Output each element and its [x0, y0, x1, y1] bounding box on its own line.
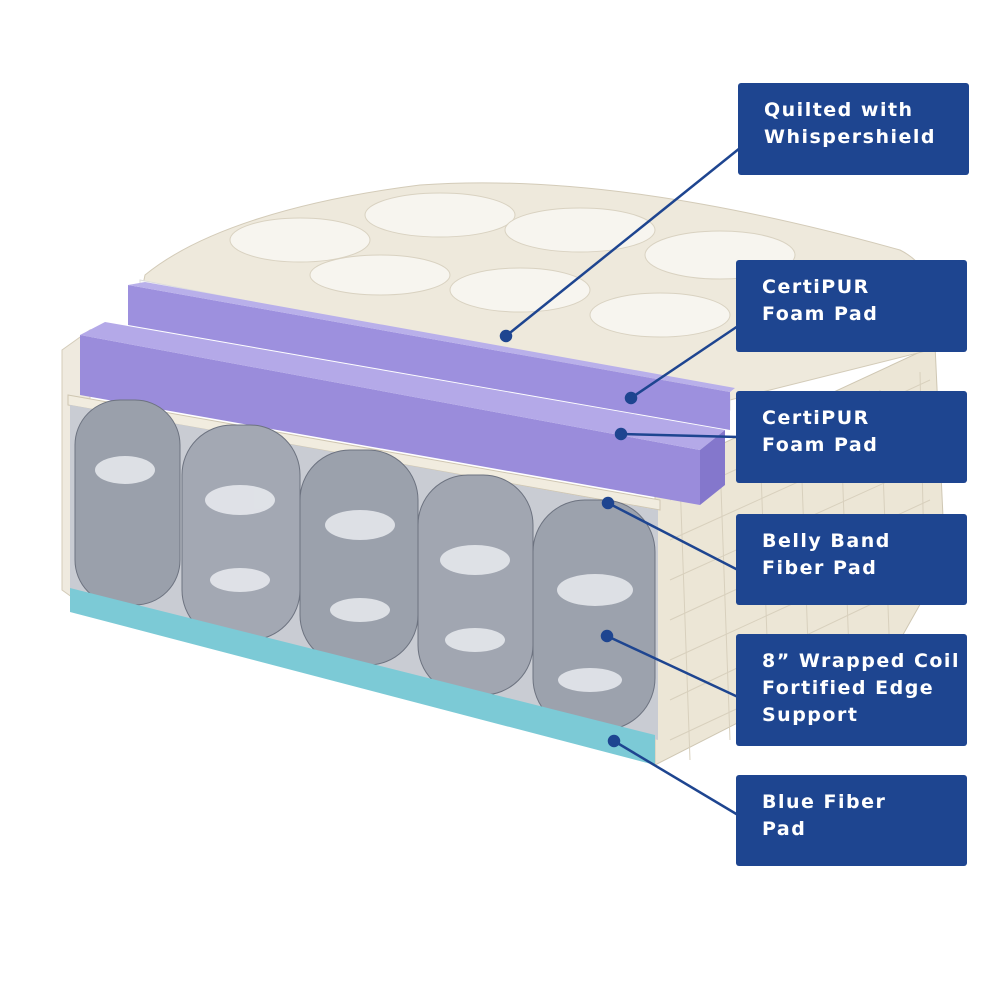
coil: [299, 449, 419, 666]
label-blue-fiber-pad: Blue Fiber Pad: [736, 775, 967, 866]
foam-pad-bottom: [80, 335, 700, 505]
wrapped-coils: [74, 399, 656, 731]
label-belly-band-fiber-pad: Belly Band Fiber Pad: [736, 514, 967, 605]
foam-pad-top: [128, 285, 730, 430]
leader-lines: [499, 147, 741, 817]
coil: [74, 399, 181, 606]
coil: [532, 499, 656, 731]
label-certipur-foam-pad-top: CertiPUR Foam Pad: [736, 260, 967, 352]
label-certipur-foam-pad-bottom: CertiPUR Foam Pad: [736, 391, 967, 483]
blue-fiber-pad: [70, 588, 655, 765]
label-wrapped-coil: 8” Wrapped Coil Fortified Edge Support: [736, 634, 967, 746]
coil: [181, 424, 301, 641]
label-quilted-whispershield: Quilted with Whispershield: [738, 83, 969, 175]
coil: [417, 474, 534, 696]
